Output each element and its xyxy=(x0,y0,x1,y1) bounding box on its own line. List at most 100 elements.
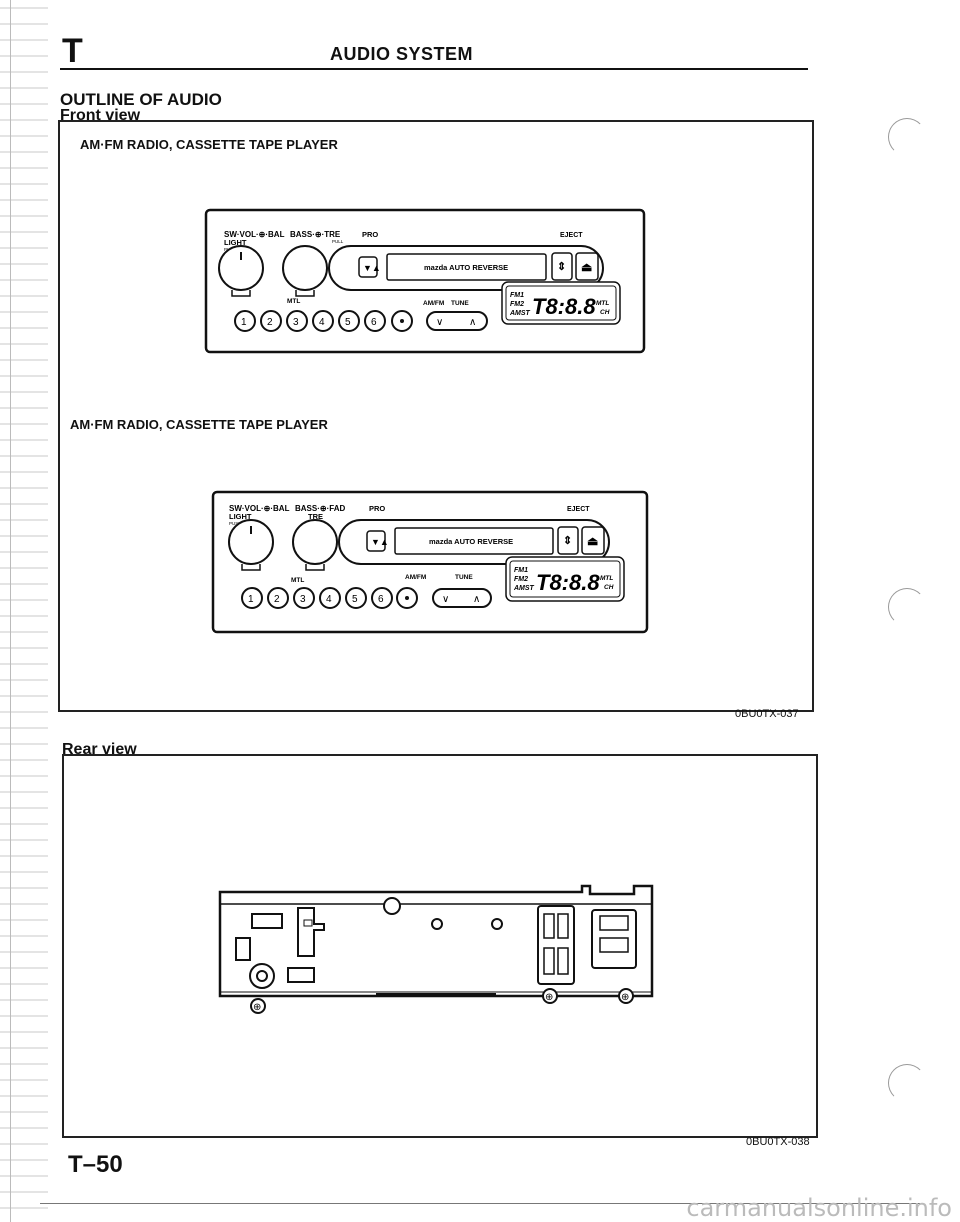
unit1-band-amst: AMST xyxy=(509,310,531,317)
eject-button xyxy=(575,252,599,281)
unit2-knob-left-label: SW·VOL·⊕·BAL xyxy=(229,504,290,513)
unit1-tune-label: TUNE xyxy=(451,300,469,307)
svg-text:⏏: ⏏ xyxy=(587,534,599,548)
unit2-cassette-label: mazda AUTO REVERSE xyxy=(429,537,513,546)
unit2-tune-label: TUNE xyxy=(455,574,473,581)
unit1-pull-label: PULL xyxy=(332,239,344,244)
unit2-amfm-label: AM/FM xyxy=(405,574,426,581)
unit1-mtl-label: MTL xyxy=(287,298,300,305)
svg-text:∨: ∨ xyxy=(436,317,443,328)
unit2-preset-2: 2 xyxy=(274,594,280,605)
unit1-knob-left-label: SW·VOL·⊕·BAL xyxy=(224,230,285,239)
unit2-band-fm2: FM2 xyxy=(514,576,528,583)
screw-middle xyxy=(542,988,558,1004)
svg-text:⊕: ⊕ xyxy=(253,1002,261,1013)
rear-chassis xyxy=(218,884,654,998)
svg-text:▼▲: ▼▲ xyxy=(371,537,389,547)
main-connector xyxy=(537,905,575,985)
unit2-preset-6: 6 xyxy=(378,594,384,605)
unit2-knob-right-label: BASS·⊕·FAD xyxy=(295,504,345,513)
unit1-display xyxy=(501,281,621,325)
unit2-tre-label: TRE xyxy=(308,512,323,521)
unit2-light-label: LIGHT xyxy=(229,512,252,521)
bass-knob xyxy=(282,245,328,291)
unit1-preset-4: 4 xyxy=(319,317,325,328)
outline-heading: OUTLINE OF AUDIO xyxy=(60,90,222,109)
watermark: carmanualsonline.info xyxy=(686,1194,952,1222)
svg-text:⇕: ⇕ xyxy=(557,261,566,273)
binding-edge xyxy=(0,0,48,1222)
page-title: AUDIO SYSTEM xyxy=(330,44,474,64)
rear-slot-1 xyxy=(251,913,283,929)
rear-slot-2 xyxy=(235,937,251,961)
radio-unit-1: SW·VOL·⊕·BAL BASS·⊕·TRE LIGHT PUSH PULL … xyxy=(204,208,646,354)
unit1-light-label: LIGHT xyxy=(224,238,247,247)
punch-mark-2 xyxy=(888,588,926,626)
svg-text:∧: ∧ xyxy=(473,594,480,605)
bass-knob-2 xyxy=(292,519,338,565)
eject-button-2 xyxy=(581,526,605,555)
bottom-rule xyxy=(40,1203,920,1204)
unit1-preset-2: 2 xyxy=(267,317,273,328)
unit2-eject-label: EJECT xyxy=(567,506,590,513)
unit2-preset-5: 5 xyxy=(352,594,358,605)
unit2-mtl-label: MTL xyxy=(291,577,304,584)
unit1-preset-1: 1 xyxy=(241,317,247,328)
rear-hole-1 xyxy=(383,897,401,915)
preset-buttons-unit2: 1 2 3 4 5 6 xyxy=(241,587,393,609)
unit1-knob-right-label: BASS·⊕·TRE xyxy=(290,230,341,239)
unit1-ch-indicator: CH xyxy=(600,309,610,316)
unit1-digits: T8:8.8 xyxy=(532,294,596,319)
svg-text:⊕: ⊕ xyxy=(621,992,629,1003)
unit1-cassette-label: mazda AUTO REVERSE xyxy=(424,263,508,272)
unit2-digits: T8:8.8 xyxy=(536,570,600,595)
screw-left xyxy=(250,998,266,1014)
unit2-band-amst: AMST xyxy=(513,585,535,592)
unit2-label: AM·FM RADIO, CASSETTE TAPE PLAYER xyxy=(70,417,328,432)
section-letter: T xyxy=(62,32,83,70)
rear-figure-id: 0BU0TX-038 xyxy=(746,1136,810,1148)
radio-unit-2: SW·VOL·⊕·BAL BASS·⊕·FAD LIGHT TRE PUSH P… xyxy=(211,490,649,634)
page-number: T–50 xyxy=(68,1151,123,1178)
fwd-rew-button xyxy=(551,252,573,281)
svg-text:▼▲: ▼▲ xyxy=(363,263,381,273)
rear-hole-2 xyxy=(431,918,443,930)
rear-panel-drawing: ⊕ ⊕ ⊕ xyxy=(218,884,654,1014)
aux-connector xyxy=(591,909,637,969)
unit1-band-fm1: FM1 xyxy=(510,292,524,299)
unit2-preset-4: 4 xyxy=(326,594,332,605)
screw-right xyxy=(618,988,634,1004)
rear-view-heading: Rear view xyxy=(62,741,137,758)
unit1-preset-6: 6 xyxy=(371,317,377,328)
unit2-pro-label: PRO xyxy=(369,504,385,513)
unit2-mtl-indicator: MTL xyxy=(600,575,613,582)
rear-slot-3 xyxy=(287,967,315,983)
rear-hole-3 xyxy=(491,918,503,930)
svg-text:⊕: ⊕ xyxy=(545,992,553,1003)
unit2-preset-3: 3 xyxy=(300,594,306,605)
program-button xyxy=(358,256,378,278)
unit2-push-label: PUSH xyxy=(229,521,242,526)
unit1-preset-3: 3 xyxy=(293,317,299,328)
front-view-heading: Front view xyxy=(60,107,141,124)
unit1-eject-label: EJECT xyxy=(560,232,583,239)
header-rule xyxy=(60,68,808,70)
unit1-band-fm2: FM2 xyxy=(510,301,524,308)
unit2-ch-indicator: CH xyxy=(604,584,614,591)
svg-text:⏏: ⏏ xyxy=(581,260,593,274)
svg-text:∨: ∨ xyxy=(442,594,449,605)
unit1-preset-5: 5 xyxy=(345,317,351,328)
unit2-display xyxy=(505,556,625,602)
fwd-rew-button-2 xyxy=(557,526,579,555)
volume-knob-2 xyxy=(228,519,274,565)
unit2-band-fm1: FM1 xyxy=(514,567,528,574)
unit2-preset-1: 1 xyxy=(248,594,254,605)
antenna-jack xyxy=(249,963,275,989)
unit1-mtl-indicator: MTL xyxy=(596,300,609,307)
program-button-2 xyxy=(366,530,386,552)
svg-text:⇕: ⇕ xyxy=(563,535,572,547)
tune-rocker xyxy=(426,311,488,331)
volume-knob xyxy=(218,245,264,291)
unit1-pro-label: PRO xyxy=(362,230,378,239)
tune-rocker-2 xyxy=(432,588,492,608)
